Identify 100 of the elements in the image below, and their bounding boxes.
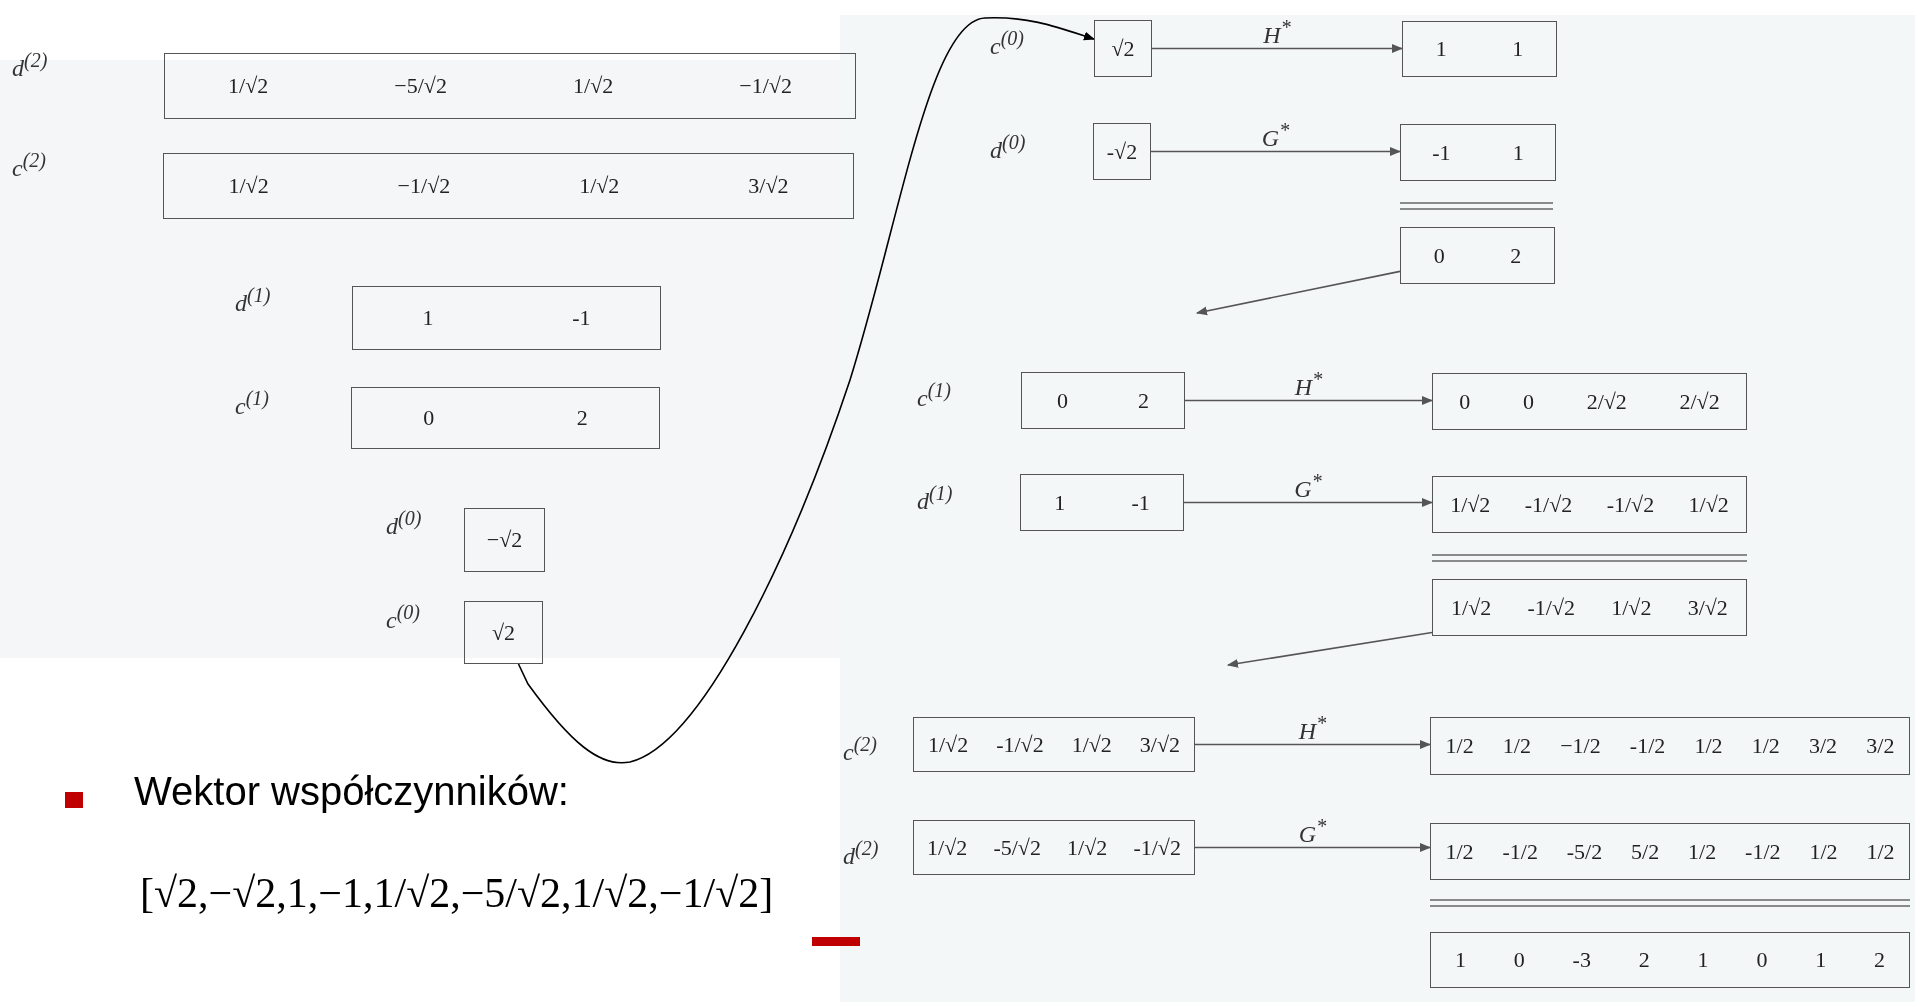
vector-entry: 3/√2 — [1139, 731, 1180, 758]
vector-box — [1402, 21, 1557, 77]
vector-entry: 0 — [1756, 947, 1768, 973]
vector-entry: 1 — [1815, 947, 1827, 973]
vector-entry: 1/√2 — [228, 173, 269, 199]
arrow — [1184, 396, 1434, 405]
vector-entry: 2 — [1510, 242, 1522, 269]
vector-entry: -3 — [1572, 947, 1591, 973]
vector-entry: −1/√2 — [739, 73, 792, 99]
vector-entry: 1/2 — [1502, 733, 1531, 759]
vector-entry: 2 — [1874, 947, 1886, 973]
vector-box — [1432, 579, 1747, 636]
vector-name: d$^{(1)}$ — [235, 285, 271, 315]
vector-entry: √2 — [1111, 35, 1135, 62]
arrow — [1194, 843, 1432, 852]
vector-entry: 1/2 — [1445, 733, 1474, 759]
vector-name: c$^{(2)}$ — [12, 150, 46, 180]
vector-entry: -√2 — [1106, 138, 1138, 165]
vector-entry: -5/√2 — [993, 834, 1041, 861]
vector-box — [1400, 124, 1556, 181]
arrow — [1226, 631, 1433, 668]
vector-entry: 3/√2 — [1687, 594, 1728, 621]
vector-box — [913, 717, 1195, 772]
vector-name: c$^{(1)}$ — [917, 380, 951, 410]
vector-name: c$^{(0)}$ — [386, 602, 420, 632]
vector-box — [913, 820, 1195, 875]
vector-entry: −1/√2 — [397, 173, 451, 199]
vector-box — [1430, 717, 1910, 775]
vector-entry: 1/√2 — [228, 73, 269, 99]
vector-entry: 2 — [1138, 387, 1149, 414]
vector-entry: 1 — [1454, 947, 1466, 973]
vector-entry: 1 — [1512, 36, 1524, 62]
vector-entry: 0 — [1513, 947, 1525, 973]
vector-name: d$^{(2)}$ — [843, 838, 879, 868]
vector-entry: 1 — [422, 305, 434, 331]
bullet-text: Wektor współczynników: — [134, 768, 569, 814]
vector-entry: 1/√2 — [579, 173, 620, 199]
vector-name: c$^{(2)}$ — [843, 734, 877, 764]
vector-name: c$^{(0)}$ — [990, 28, 1024, 58]
vector-entry: -1/√2 — [1524, 491, 1573, 518]
vector-entry: -1 — [1131, 489, 1150, 516]
vector-box — [1432, 476, 1747, 533]
vector-entry: 1/√2 — [1067, 834, 1108, 861]
vector-entry: 0 — [423, 405, 435, 431]
vector-box — [351, 387, 660, 449]
vector-box — [464, 508, 545, 572]
vector-entry: 1/√2 — [1071, 731, 1112, 758]
vector-entry: 0 — [1523, 388, 1534, 415]
vector-entry: -1/√2 — [996, 731, 1044, 758]
vector-box — [1021, 372, 1185, 429]
vector-name: d$^{(0)}$ — [386, 508, 422, 538]
vector-entry: 1/√2 — [1450, 491, 1491, 518]
vector-box — [352, 286, 661, 350]
vector-entry: 1/2 — [1694, 733, 1723, 759]
arrow — [1150, 147, 1402, 156]
arrow — [1151, 44, 1404, 53]
vector-entry: 2/√2 — [1679, 388, 1720, 415]
vector-entry: 1/2 — [1445, 838, 1474, 865]
vector-entry: 1 — [1054, 489, 1066, 516]
vector-entry: 1 — [1512, 139, 1524, 166]
vector-box — [163, 153, 854, 219]
vector-entry: 0 — [1433, 242, 1445, 269]
vector-entry: 3/√2 — [748, 173, 789, 199]
vector-entry: -1/√2 — [1133, 834, 1181, 861]
vector-entry: 2 — [1638, 947, 1650, 973]
vector-entry: 5/2 — [1631, 838, 1660, 865]
vector-entry: −1/2 — [1560, 733, 1601, 759]
vector-box — [1020, 474, 1184, 531]
vector-entry: -1/2 — [1745, 838, 1781, 865]
arrow — [1183, 498, 1434, 507]
vector-entry: 1/2 — [1751, 733, 1780, 759]
vector-box — [1400, 227, 1555, 284]
vector-entry: 1/2 — [1688, 838, 1717, 865]
vector-name: d$^{(2)}$ — [12, 50, 48, 80]
vector-entry: -1 — [572, 305, 591, 331]
coefficient-vector: [√2,−√2,1,−1,1/√2,−5/√2,1/√2,−1/√2] — [140, 869, 774, 918]
arrow — [1195, 270, 1401, 316]
vector-entry: 1 — [1697, 947, 1709, 973]
vector-entry: -1/√2 — [1606, 491, 1655, 518]
vector-entry: -1/2 — [1629, 733, 1666, 759]
curved-arrow — [517, 17, 1096, 764]
vector-box — [1430, 932, 1910, 988]
vector-entry: 1/√2 — [1611, 594, 1652, 621]
vector-box — [1094, 20, 1152, 77]
vector-box — [164, 53, 856, 119]
vector-entry: 3/2 — [1866, 733, 1895, 759]
vector-entry: −5/√2 — [394, 73, 447, 99]
vector-box — [1432, 373, 1747, 430]
vector-box — [464, 601, 543, 664]
vector-entry: 1/√2 — [928, 731, 969, 758]
vector-entry: 1/2 — [1809, 838, 1838, 865]
vector-entry: 1/√2 — [927, 834, 968, 861]
vector-entry: 2/√2 — [1586, 388, 1627, 415]
vector-entry: -1 — [1432, 139, 1451, 166]
vector-entry: 1 — [1435, 36, 1447, 62]
vector-entry: -5/2 — [1566, 838, 1603, 865]
vector-entry: -1/√2 — [1527, 594, 1576, 621]
vector-entry: 0 — [1459, 388, 1471, 415]
vector-name: d$^{(0)}$ — [990, 132, 1026, 162]
vector-entry: −√2 — [486, 527, 523, 553]
